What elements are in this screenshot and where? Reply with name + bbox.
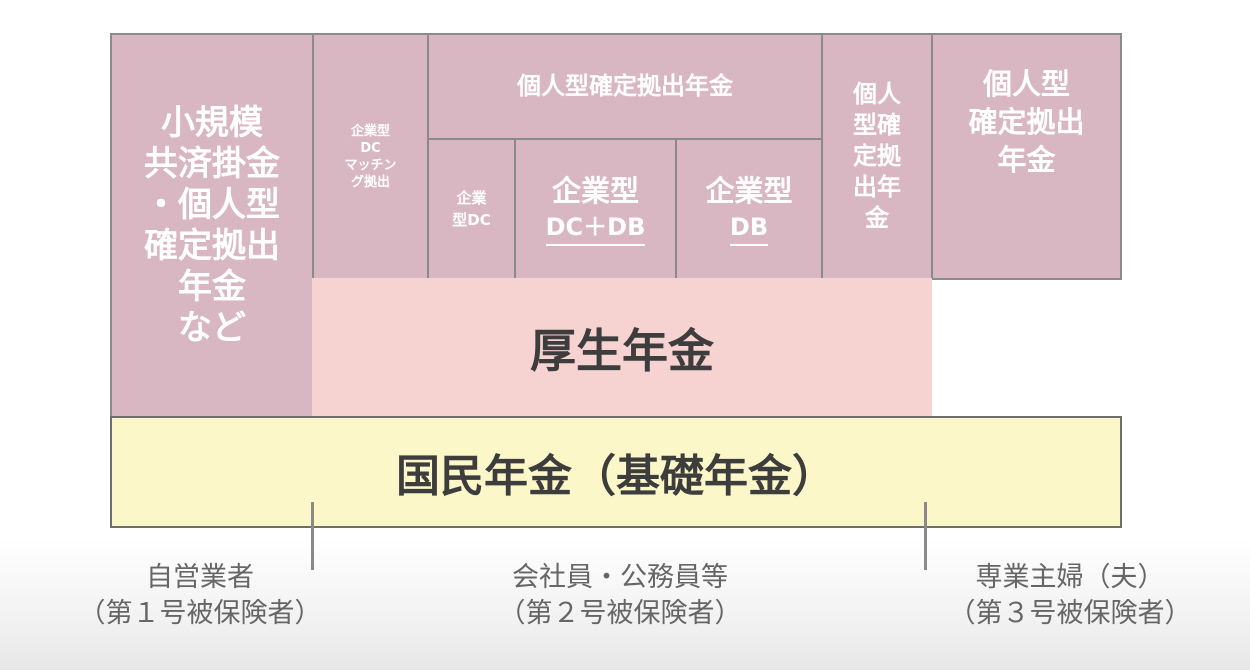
self-employed-addon-line: 共済掛金 <box>144 143 280 184</box>
dc-matching-line: DC <box>360 140 381 156</box>
category-insured-type: （第３号被保険者） <box>948 598 1192 629</box>
dc-matching-line: 企業型 <box>350 123 390 139</box>
corporate-dc-line: 型DC <box>452 211 491 229</box>
category-divider <box>311 502 314 570</box>
civil-servant-ideco-line: 個人 <box>853 80 901 108</box>
category-insured-type: （第１号被保険者） <box>78 598 322 629</box>
category-name: 専業主婦（夫） <box>975 562 1165 593</box>
self-employed-addon-line: など <box>178 307 246 348</box>
category-name: 自営業者 <box>146 562 254 593</box>
self-employed-addon-line: 確定拠出 <box>144 225 280 266</box>
kokumin-nenkin-label: 国民年金（基礎年金） <box>396 451 836 502</box>
employee-ideco-header: 個人型確定拠出年金 <box>427 33 823 140</box>
corporate-dc-box: 企業 型DC <box>427 138 516 280</box>
self-employed-addon-box: 小規模 共済掛金 ・個人型 確定拠出 年金 など <box>110 33 314 418</box>
housewife-ideco-line: 個人型 <box>982 67 1070 101</box>
category-name: 会社員・公務員等 <box>512 562 728 593</box>
self-employed-addon-line: 小規模 <box>161 102 263 143</box>
dc-matching-line: マッチン <box>344 157 397 173</box>
civil-servant-ideco-line: 金 <box>865 204 889 232</box>
civil-servant-ideco-line: 出年 <box>853 173 901 201</box>
housewife-ideco-line: 年金 <box>997 143 1056 177</box>
civil-servant-ideco-line: 定拠 <box>853 142 901 170</box>
corporate-dc-db-box: 企業型 DC＋DB <box>514 138 677 280</box>
civil-servant-ideco-box: 個人 型確 定拠 出年 金 <box>821 33 933 280</box>
kosei-nenkin-label: 厚生年金 <box>530 324 714 378</box>
housewife-ideco-box: 個人型 確定拠出 年金 <box>931 33 1122 280</box>
category-insured-type: （第２号被保険者） <box>498 598 742 629</box>
category-self-employed: 自営業者 （第１号被保険者） <box>30 560 370 632</box>
dc-matching-line: グ拠出 <box>350 174 390 190</box>
category-housewife: 専業主婦（夫） （第３号被保険者） <box>900 560 1240 632</box>
category-divider <box>924 502 927 570</box>
civil-servant-ideco-line: 型確 <box>853 111 901 139</box>
corporate-db-line1: 企業型 <box>705 174 793 208</box>
corporate-db-line2: DB <box>729 210 769 246</box>
category-employee: 会社員・公務員等 （第２号被保険者） <box>440 560 800 632</box>
corporate-dc-db-line2: DC＋DB <box>545 210 646 246</box>
housewife-ideco-line: 確定拠出 <box>968 105 1085 139</box>
corporate-db-box: 企業型 DB <box>675 138 823 280</box>
employee-ideco-label: 個人型確定拠出年金 <box>517 72 733 100</box>
corporate-dc-db-line1: 企業型 <box>551 174 639 208</box>
dc-matching-box: 企業型 DC マッチン グ拠出 <box>312 33 429 280</box>
kokumin-nenkin-tier: 国民年金（基礎年金） <box>110 416 1122 528</box>
self-employed-addon-line: ・個人型 <box>144 184 280 225</box>
kosei-nenkin-tier: 厚生年金 <box>312 278 932 418</box>
corporate-dc-line: 企業 <box>456 189 487 207</box>
self-employed-addon-line: 年金 <box>178 266 246 307</box>
